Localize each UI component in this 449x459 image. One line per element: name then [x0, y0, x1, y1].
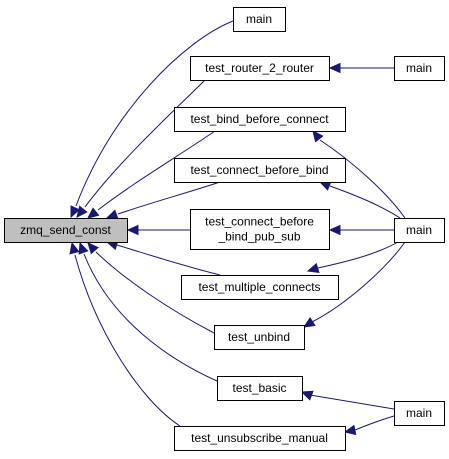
arrowhead [87, 242, 99, 255]
node-main-bottom[interactable]: main [394, 401, 445, 426]
arrowhead [312, 130, 324, 143]
edge-main_top-to-zmq_send_const [70, 20, 234, 219]
node-box[interactable] [233, 7, 286, 32]
edge-main_mid-to-test_unbind [302, 241, 406, 328]
node-box[interactable] [214, 325, 305, 350]
node-box[interactable] [174, 158, 346, 183]
node-label: test_connect_before [205, 215, 314, 229]
node-zmq-send-const[interactable]: zmq_send_const [4, 218, 128, 243]
arrowhead [105, 209, 119, 220]
node-test-basic[interactable]: test_basic [217, 376, 303, 401]
node-box[interactable] [394, 401, 445, 426]
node-box[interactable] [394, 218, 445, 243]
edge-line [319, 139, 406, 219]
node-label: zmq_send_const [20, 223, 111, 237]
arrowhead [343, 424, 357, 436]
edge-main_mid-to-test_multiple_connects [306, 241, 399, 274]
arrowhead [328, 62, 341, 74]
node-box[interactable] [174, 426, 346, 451]
node-box[interactable] [394, 56, 445, 81]
edge-main_mid-to-test_connect_before_bind [318, 181, 401, 219]
node-box[interactable] [217, 376, 303, 401]
node-box[interactable] [174, 107, 346, 132]
edge-line [75, 20, 234, 207]
arrowhead [306, 262, 320, 274]
edge-line [116, 244, 221, 276]
arrowhead [78, 241, 89, 255]
edge-test_bind_before_connect-to-zmq_send_const [87, 130, 216, 219]
edge-line [95, 251, 215, 334]
node-label: test_multiple_connects [198, 280, 320, 294]
edge-line [97, 130, 216, 211]
node-label: main [406, 61, 432, 75]
node-label: test_unsubscribe_manual [191, 431, 328, 445]
edge-line [74, 254, 181, 427]
arrowhead [87, 207, 100, 219]
edge-main_mid-to-test_bind_before_connect [312, 130, 406, 219]
edge-line [354, 415, 395, 431]
node-test-multiple-connects[interactable]: test_multiple_connects [181, 275, 339, 300]
node-test-unbind[interactable]: test_unbind [214, 325, 305, 350]
edge-test_router_2_router-to-zmq_send_const [76, 79, 206, 218]
node-label: test_unbind [228, 330, 290, 344]
edges [69, 20, 406, 436]
edge-main_bottom-to-test_unsubscribe_manual [343, 415, 395, 436]
node-test-connect-before-bind[interactable]: test_connect_before_bind [174, 158, 346, 183]
arrowhead [328, 224, 341, 236]
edge-test_basic-to-zmq_send_const [78, 241, 218, 382]
node-main-mid[interactable]: main [394, 218, 445, 243]
node-main-router[interactable]: main [394, 56, 445, 81]
node-label: test_basic [232, 381, 286, 395]
node-label: test_router_2_router [205, 61, 314, 75]
edge-test_unsubscribe_manual-to-zmq_send_const [69, 241, 181, 427]
arrowhead [76, 205, 88, 218]
arrowhead [300, 390, 314, 401]
edge-line [117, 181, 221, 215]
edge-line [317, 241, 399, 269]
node-label: main [246, 12, 272, 26]
node-label: _bind_pub_sub [217, 230, 300, 244]
edge-main_bottom-to-test_basic [300, 390, 395, 410]
edge-line [329, 185, 401, 219]
node-test-connect-before-bind-pub-sub[interactable]: test_connect_before_bind_pub_sub [190, 209, 330, 250]
arrowhead [302, 316, 316, 328]
node-test-unsubscribe-manual[interactable]: test_unsubscribe_manual [174, 426, 346, 451]
node-box[interactable] [4, 218, 128, 243]
node-label: test_bind_before_connect [190, 112, 329, 126]
edge-line [84, 79, 206, 208]
arrowhead [70, 205, 81, 219]
node-label: test_connect_before_bind [190, 163, 328, 177]
edge-test_unbind-to-zmq_send_const [87, 242, 215, 334]
node-test-bind-before-connect[interactable]: test_bind_before_connect [174, 107, 346, 132]
edge-line [311, 241, 406, 323]
node-box[interactable] [181, 275, 339, 300]
edge-main_mid-to-test_connect_before_bind_pub_sub [328, 224, 394, 236]
node-box[interactable] [190, 56, 330, 81]
edge-main_router-to-test_router_2_router [328, 62, 394, 74]
edge-line [83, 253, 218, 382]
edge-test_connect_before_bind_pub_sub-to-zmq_send_const [126, 224, 190, 236]
node-box[interactable] [190, 209, 330, 250]
node-label: main [406, 223, 432, 237]
node-test-router-2-router[interactable]: test_router_2_router [190, 56, 330, 81]
arrowhead [69, 241, 80, 255]
node-label: main [406, 406, 432, 420]
arrowhead [126, 224, 139, 236]
node-main-top[interactable]: main [233, 7, 286, 32]
edge-line [309, 394, 395, 410]
